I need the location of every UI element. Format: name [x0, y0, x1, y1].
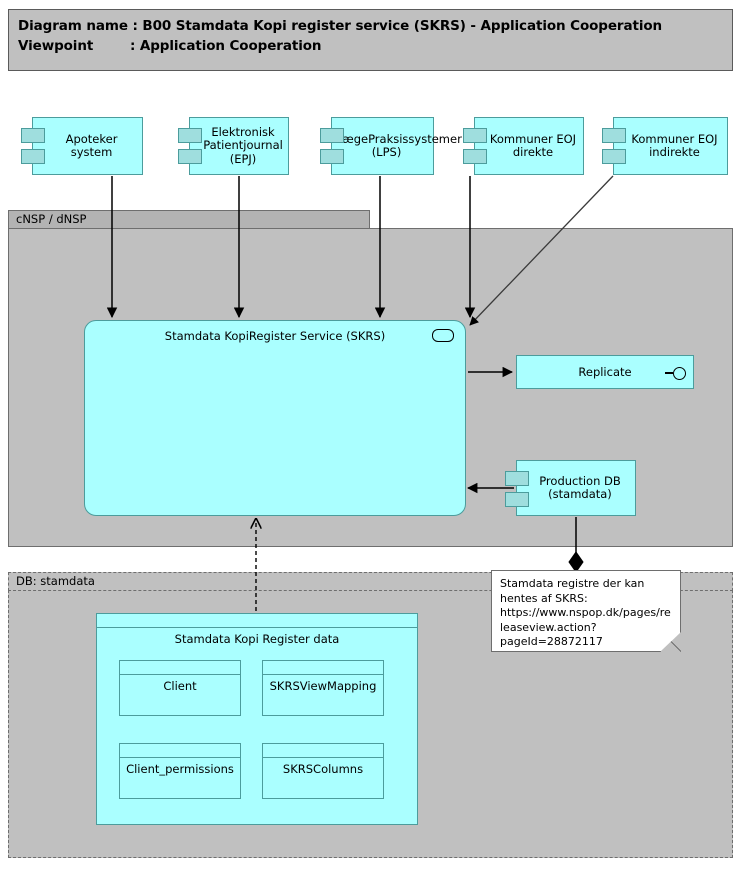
component-tab-lower-icon — [178, 149, 202, 164]
component-tab-upper-icon — [21, 128, 45, 143]
service-label: Stamdata KopiRegister Service (SKRS) — [164, 329, 386, 343]
table-skrsviewmapping[interactable]: SKRSViewMapping — [262, 660, 384, 716]
container-cnsp-dnsp-label: cNSP / dNSP — [8, 210, 370, 229]
composition-diamond — [568, 551, 584, 573]
component-label: LægePraksissystemer (LPS) — [336, 131, 462, 159]
component-tab-lower-icon — [320, 149, 344, 164]
package-title: Stamdata Kopi Register data — [174, 632, 340, 646]
component-tab-lower-icon — [463, 149, 487, 164]
component-tab-upper-icon — [320, 128, 344, 143]
note-stamdata-registre[interactable]: Stamdata registre der kan hentes af SKRS… — [491, 570, 681, 652]
component-label: Elektronisk Patientjournal (EPJ) — [203, 124, 283, 166]
table-header-strip — [263, 661, 383, 675]
provided-interface-lollipop-icon — [665, 372, 673, 374]
component-production-db[interactable]: Production DB (stamdata) — [505, 460, 636, 516]
table-header-strip — [263, 744, 383, 758]
table-label: Client_permissions — [126, 762, 234, 776]
replicate-label: Replicate — [578, 365, 632, 379]
component-tab-lower-icon — [21, 149, 45, 164]
diagram-name-line: Diagram name : B00 Stamdata Kopi registe… — [18, 18, 663, 34]
component-kommuner-eoj-indirekte[interactable]: Kommuner EOJ indirekte — [602, 117, 728, 175]
table-label: Client — [163, 679, 197, 693]
component-tab-lower-icon — [505, 492, 529, 507]
component-tab-lower-icon — [602, 149, 626, 164]
component-kommuner-eoj-direkte[interactable]: Kommuner EOJ direkte — [463, 117, 584, 175]
component-laegepraksissystemer[interactable]: LægePraksissystemer (LPS) — [320, 117, 462, 175]
note-text: Stamdata registre der kan hentes af SKRS… — [500, 577, 671, 649]
provided-interface-ball-icon — [673, 367, 686, 380]
component-label: Production DB (stamdata) — [539, 473, 621, 501]
data-package-stamdata-kopi-register[interactable]: Stamdata Kopi Register data Client SKRSV… — [96, 613, 418, 825]
component-label: Kommuner EOJ indirekte — [631, 131, 718, 159]
component-label: Apoteker system — [65, 131, 118, 159]
component-tab-upper-icon — [178, 128, 202, 143]
component-tab-upper-icon — [505, 471, 529, 486]
application-service-replicate[interactable]: Replicate — [516, 355, 694, 389]
table-label: SKRSViewMapping — [269, 679, 377, 693]
link-eoj-indirekte-to-skrs — [469, 175, 614, 326]
component-elektronisk-patientjournal[interactable]: Elektronisk Patientjournal (EPJ) — [178, 117, 289, 175]
table-label: SKRSColumns — [282, 762, 364, 776]
table-skrscolumns[interactable]: SKRSColumns — [262, 743, 384, 799]
component-label: Kommuner EOJ direkte — [489, 131, 577, 159]
table-client[interactable]: Client — [119, 660, 241, 716]
package-header-strip — [97, 614, 417, 628]
component-apoteker-system[interactable]: Apoteker system — [21, 117, 143, 175]
viewpoint-line: Viewpoint : Application Cooperation — [18, 38, 322, 54]
component-tab-upper-icon — [602, 128, 626, 143]
table-header-strip — [120, 661, 240, 675]
table-header-strip — [120, 744, 240, 758]
table-client-permissions[interactable]: Client_permissions — [119, 743, 241, 799]
application-service-skrs[interactable]: Stamdata KopiRegister Service (SKRS) — [84, 320, 466, 516]
rounded-rectangle-icon — [432, 329, 454, 342]
component-tab-upper-icon — [463, 128, 487, 143]
diagram-title-box: Diagram name : B00 Stamdata Kopi registe… — [8, 9, 733, 71]
